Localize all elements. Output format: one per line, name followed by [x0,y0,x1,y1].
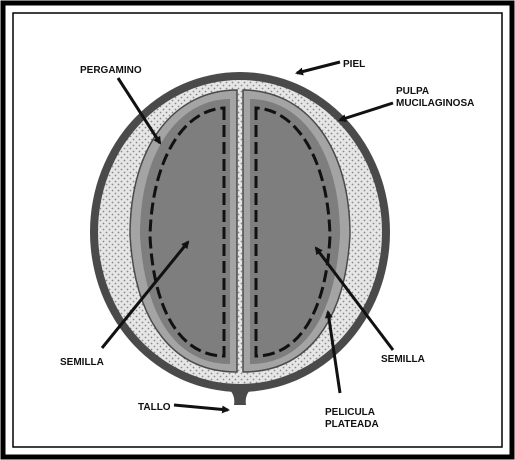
pulpa-leader [340,103,393,120]
label-piel: PIEL [343,59,365,70]
label-pelicula-line2: PLATEADA [325,419,379,430]
label-pergamino: PERGAMINO [80,65,142,76]
label-pulpa-line1: PULPA [396,86,429,97]
label-tallo: TALLO [138,402,171,413]
label-pulpa-line2: MUCILAGINOSA [396,98,474,109]
piel-leader [297,62,340,73]
label-pelicula-line1: PELICULA [325,407,375,418]
tallo-leader [174,405,228,410]
label-semilla-right: SEMILLA [381,354,425,365]
label-semilla-left: SEMILLA [60,357,104,368]
